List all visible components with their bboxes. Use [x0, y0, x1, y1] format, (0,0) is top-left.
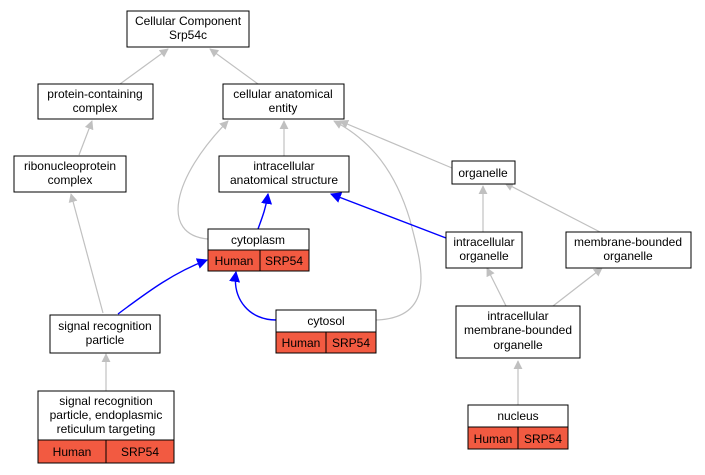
- node-cytoplasm-gene-cell: [259, 249, 310, 272]
- node-srp-er-targeting-gene: SRP54: [121, 445, 159, 459]
- edge-intracellular-organelle-to-intracellular-structure: [329, 192, 447, 239]
- node-cytosol-species: Human: [282, 336, 321, 350]
- node-intracellular-organelle-box: [445, 231, 523, 269]
- node-nucleus-gene: SRP54: [524, 432, 562, 446]
- edge-membrane-organelle-to-organelle: [504, 182, 601, 233]
- edge-imbo-to-membrane-organelle: [552, 267, 603, 307]
- node-membrane-bounded-organelle-label-2: organelle: [603, 249, 653, 263]
- node-root-label-2: Srp54c: [169, 28, 207, 42]
- node-signal-recognition-particle-label-1: signal recognition: [58, 319, 151, 333]
- node-srp-er-targeting-box: [37, 390, 175, 441]
- node-signal-recognition-particle-label-2: particle: [86, 333, 125, 347]
- node-ribonucleoprotein-complex[interactable]: ribonucleoprotein complex: [13, 155, 127, 193]
- node-imbo-label-2: membrane-bounded: [464, 323, 572, 337]
- node-cytoplasm[interactable]: cytoplasm Human SRP54: [207, 228, 310, 272]
- node-protein-containing-complex-label-2: complex: [73, 101, 118, 115]
- edge-imbo-to-intracellular-organelle: [486, 267, 507, 307]
- node-cytosol-label: cytosol: [307, 314, 344, 328]
- node-srp-er-targeting-label-2: particle, endoplasmic: [50, 408, 163, 422]
- node-membrane-bounded-organelle-label-1: membrane-bounded: [574, 235, 682, 249]
- node-membrane-bounded-organelle[interactable]: membrane-bounded organelle: [565, 231, 692, 269]
- node-nucleus-label: nucleus: [497, 409, 538, 423]
- node-cytosol-gene-cell: [325, 331, 377, 354]
- node-protein-containing-complex-box: [37, 83, 154, 120]
- edge-ribonucleoprotein-to-protein-complex: [78, 120, 94, 156]
- node-organelle[interactable]: organelle: [451, 160, 516, 185]
- edge-srp-to-ribonucleoprotein: [68, 193, 104, 314]
- node-intracellular-anatomical-structure-box: [218, 155, 350, 193]
- node-cytoplasm-gene: SRP54: [265, 254, 303, 268]
- node-root[interactable]: Cellular Component Srp54c: [126, 10, 250, 48]
- edge-organelle-to-cellular-entity: [339, 119, 453, 169]
- node-intracellular-membrane-bounded-organelle[interactable]: intracellular membrane-bounded organelle: [455, 305, 581, 359]
- node-membrane-bounded-organelle-box: [565, 231, 692, 269]
- node-cellular-anatomical-entity-label-1: cellular anatomical: [233, 87, 332, 101]
- node-nucleus-species: Human: [474, 432, 513, 446]
- node-cytoplasm-species: Human: [215, 254, 254, 268]
- edge-cytosol-to-cytoplasm: [229, 270, 277, 321]
- node-srp-er-targeting-label-3: reticulum targeting: [57, 422, 156, 436]
- node-intracellular-anatomical-structure-label-2: anatomical structure: [230, 173, 338, 187]
- node-intracellular-anatomical-structure[interactable]: intracellular anatomical structure: [218, 155, 350, 193]
- node-ribonucleoprotein-complex-label-1: ribonucleoprotein: [24, 159, 116, 173]
- node-srp-er-targeting[interactable]: signal recognition particle, endoplasmic…: [37, 390, 175, 464]
- node-root-box: [126, 10, 250, 48]
- node-cellular-anatomical-entity-label-2: entity: [269, 101, 298, 115]
- node-intracellular-organelle[interactable]: intracellular organelle: [445, 231, 523, 269]
- node-intracellular-organelle-label-1: intracellular: [453, 235, 514, 249]
- node-cellular-anatomical-entity[interactable]: cellular anatomical entity: [222, 83, 345, 120]
- edge-protein-complex-to-root: [119, 48, 169, 85]
- node-ribonucleoprotein-complex-label-2: complex: [48, 173, 93, 187]
- node-intracellular-organelle-label-2: organelle: [459, 249, 509, 263]
- edge-cytoplasm-to-intracellular-structure: [257, 192, 273, 230]
- edge-cytosol-to-cellular-entity: [333, 120, 422, 321]
- edges: [68, 48, 603, 405]
- node-cytosol-gene: SRP54: [332, 336, 370, 350]
- node-signal-recognition-particle-box: [49, 314, 161, 354]
- edge-cellular-entity-to-root: [209, 48, 259, 85]
- edge-srp-to-cytoplasm: [117, 258, 209, 315]
- node-imbo-label-1: intracellular: [487, 309, 548, 323]
- node-protein-containing-complex[interactable]: protein-containing complex: [37, 83, 154, 120]
- edge-cytoplasm-to-cellular-entity: [177, 120, 229, 240]
- node-imbo-label-3: organelle: [493, 338, 543, 352]
- node-organelle-box: [451, 160, 516, 185]
- node-intracellular-anatomical-structure-label-1: intracellular: [253, 159, 314, 173]
- node-cellular-anatomical-entity-box: [222, 83, 345, 120]
- node-signal-recognition-particle[interactable]: signal recognition particle: [49, 314, 161, 354]
- node-root-label-1: Cellular Component: [135, 14, 242, 28]
- node-protein-containing-complex-label-1: protein-containing: [47, 87, 142, 101]
- node-cytosol[interactable]: cytosol Human SRP54: [275, 309, 377, 354]
- node-intracellular-membrane-bounded-organelle-box: [455, 305, 581, 359]
- node-ribonucleoprotein-complex-box: [13, 155, 127, 193]
- nodes: Cellular Component Srp54c protein-contai…: [13, 10, 692, 464]
- node-srp-er-targeting-label-1: signal recognition: [59, 394, 152, 408]
- node-srp-er-targeting-gene-cell: [105, 439, 175, 464]
- node-srp-er-targeting-species: Human: [53, 445, 92, 459]
- node-organelle-label: organelle: [458, 166, 508, 180]
- node-nucleus-gene-cell: [517, 426, 569, 450]
- node-nucleus[interactable]: nucleus Human SRP54: [467, 404, 569, 450]
- node-cytoplasm-label: cytoplasm: [231, 233, 285, 247]
